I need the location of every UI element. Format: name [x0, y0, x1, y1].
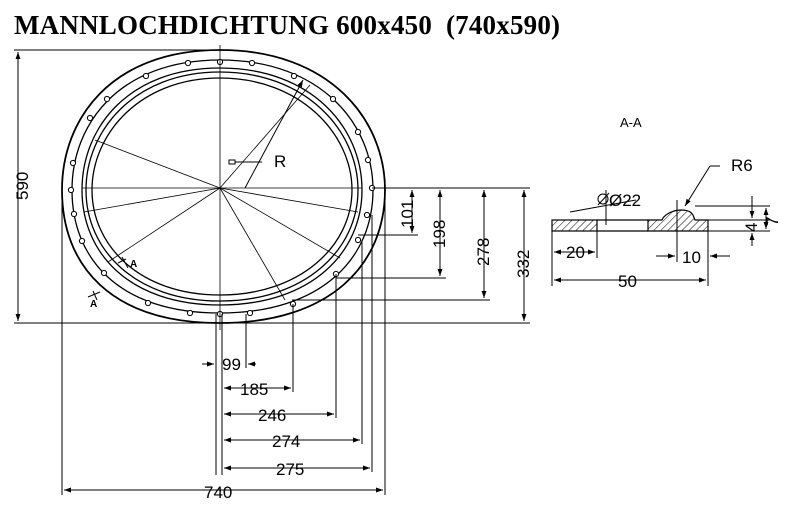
r6-leader [684, 165, 711, 207]
dim-thickness: 4 7 [695, 196, 782, 246]
svg-text:50: 50 [618, 272, 637, 291]
svg-text:Ø22: Ø22 [609, 191, 641, 210]
dim-50: 50 [554, 272, 706, 291]
drawing-title: MANNLOCHDICHTUNG 600x450 (740x590) [14, 10, 561, 40]
dim-740-label: 740 [204, 483, 232, 502]
r6-label: R6 [731, 156, 753, 175]
svg-text:4: 4 [742, 223, 761, 232]
dim-20: 20 [551, 231, 598, 286]
dim-width-740: 740 [64, 483, 383, 502]
radius-leader [244, 79, 304, 189]
section-marker-upper: A [117, 256, 137, 270]
dim-101-label: 101 [398, 200, 417, 228]
dim-275-label: 275 [276, 460, 304, 479]
dim-198-label: 198 [430, 220, 449, 248]
section-marker-lower: A [87, 290, 101, 310]
dim-246-label: 246 [258, 406, 286, 425]
radius-label: R [274, 152, 286, 171]
dim-10: 10 [656, 231, 730, 286]
dim-185-label: 185 [240, 380, 268, 399]
vertical-dims: 101 198 278 332 [220, 187, 533, 324]
section-label: A-A [620, 115, 642, 130]
svg-text:A: A [90, 299, 97, 310]
dim-274-label: 274 [272, 432, 300, 451]
dim-hole-22: Ø22 [569, 191, 641, 213]
dim-590-label: 590 [13, 172, 32, 200]
construction-lines [82, 45, 362, 330]
center-mark [228, 159, 262, 165]
svg-text:A: A [130, 259, 137, 270]
dim-99-label: 99 [222, 355, 241, 374]
dim-332-label: 332 [514, 250, 533, 278]
dim-278-label: 278 [474, 238, 493, 266]
gasket-outline [61, 49, 386, 324]
svg-text:20: 20 [566, 243, 585, 262]
svg-text:10: 10 [682, 248, 701, 267]
svg-text:7: 7 [763, 217, 782, 226]
horizontal-dims: 99 185 246 274 275 [202, 215, 373, 479]
dim-height-590: 590 [13, 49, 220, 324]
